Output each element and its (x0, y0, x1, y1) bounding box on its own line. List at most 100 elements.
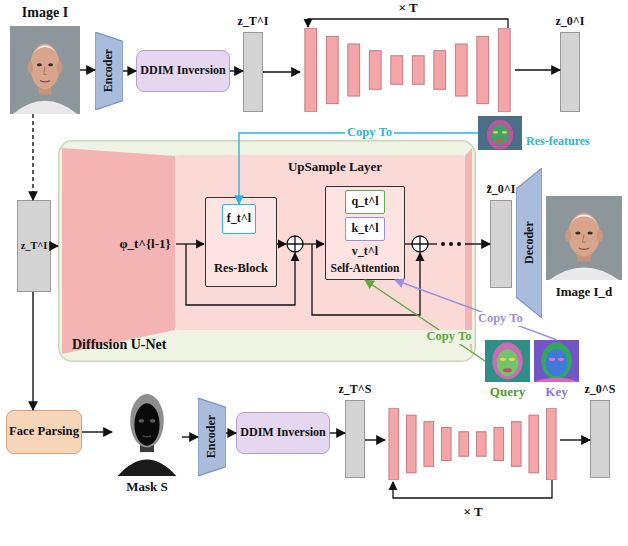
node-label: z_T^S (339, 383, 372, 396)
wire (405, 243, 412, 244)
edge-label-holder: Copy To (325, 124, 415, 142)
variable-label: φ_t^{l-1} (119, 237, 170, 251)
text-holder: f_t^l (222, 204, 256, 234)
node-label: DDIM Inversion (140, 64, 226, 77)
text-holder: Decoder (516, 168, 542, 318)
feature-box: f_t^l (222, 204, 256, 234)
node-label: Decoder (522, 222, 535, 265)
node-label: q_t^l (352, 195, 379, 208)
wire (176, 243, 204, 244)
text-holder: q_t^l (345, 190, 385, 214)
node-label: Encoder (205, 415, 218, 458)
latent-fill (490, 200, 512, 288)
connector (560, 439, 590, 440)
text-holder: DDIM Inversion (236, 412, 330, 454)
text-holder: Image I (0, 4, 90, 22)
shape-art (300, 28, 515, 112)
text-holder: Query (475, 384, 540, 400)
node-label: z_T^I (21, 240, 48, 251)
node-label: DDIM Inversion (240, 426, 326, 439)
node-label: v_t^l (352, 245, 378, 258)
process-box: Res-Block f_t^l (205, 197, 277, 287)
node-label: Image I (22, 5, 68, 20)
ellipsis-dots (441, 242, 461, 246)
node-label: Diffusion U-Net (72, 337, 167, 352)
latent-box: z_T^S (345, 400, 365, 478)
node-label: z_T^I (238, 15, 269, 28)
latent-fill (560, 32, 580, 112)
node-label: Key (545, 385, 567, 399)
shape-art (478, 116, 522, 150)
connector (82, 431, 112, 432)
latent-fill (590, 400, 610, 478)
module-panel: Diffusion U-NetUpSample LayerRes-Blockf_… (58, 140, 476, 362)
unet-block: × T (300, 28, 515, 112)
text-holder: z_T^S (335, 382, 375, 398)
wire (428, 243, 437, 244)
node-label: Image I_d (556, 285, 613, 299)
text-holder: Encoder (198, 398, 226, 476)
feature-map: Res-features (478, 116, 522, 150)
text-holder: z_0^S (580, 382, 620, 398)
feature-box: k_t^l (345, 217, 385, 241)
connector (263, 71, 300, 72)
process-box: DDIM Inversion (236, 412, 330, 454)
connector (123, 70, 136, 71)
text-holder: Res-features (526, 134, 624, 150)
shape-art (385, 408, 560, 480)
latent-box: z_0^I (560, 32, 580, 112)
connector (226, 432, 236, 433)
connector (32, 292, 33, 410)
sum-symbol (287, 236, 303, 252)
text-holder: × T (380, 0, 436, 16)
loop-arrow (308, 19, 508, 28)
node-label: Query (490, 385, 525, 399)
node-label: Mask S (126, 480, 168, 494)
edge-label: Copy To (425, 330, 474, 344)
text-holder: z̃_0^I (480, 182, 522, 198)
wire (277, 243, 286, 244)
text-holder: Res-Block (205, 255, 277, 283)
sum-symbol (412, 236, 428, 252)
connector (230, 70, 243, 71)
encoder-block: Encoder (95, 32, 123, 110)
latent-fill (345, 400, 365, 478)
feature-map: Key (534, 340, 579, 382)
latent-fill (243, 32, 263, 112)
node-label: k_t^l (352, 222, 379, 235)
text-holder: Mask S (102, 479, 192, 495)
text-holder: v_t^l (325, 244, 405, 259)
shape-art (112, 384, 182, 476)
latent-box: z_0^S (590, 400, 610, 478)
node-label: Res-features (526, 135, 590, 148)
text-holder: Self-Attention (325, 260, 405, 276)
text-holder: × T (445, 504, 501, 520)
wire (303, 243, 324, 244)
shape-art (546, 196, 622, 280)
node-label: z_0^I (556, 15, 585, 28)
text-holder: z_0^I (550, 14, 590, 30)
node-sublabel: Self-Attention (331, 262, 400, 275)
node-label: × T (463, 505, 482, 519)
loop-arrow (393, 480, 552, 498)
latent-box: z_T^I (243, 32, 263, 112)
text-holder: DDIM Inversion (136, 50, 230, 92)
connector (32, 114, 33, 200)
mask-image: Mask S (112, 384, 182, 476)
connector (51, 245, 58, 246)
layer-panel: UpSample LayerRes-Blockf_t^lv_t^lSelf-At… (175, 155, 465, 330)
node-label: f_t^l (227, 212, 251, 225)
connector (182, 436, 198, 437)
input-photo: Image I (10, 26, 80, 114)
connector (365, 439, 385, 440)
output-photo: Image I_d (546, 196, 622, 280)
node-label: Encoder (102, 49, 115, 92)
edge-label-holder: Copy To (404, 328, 494, 346)
process-box: DDIM Inversion (136, 50, 230, 92)
edge-label: Copy To (345, 126, 394, 140)
shape-art (485, 340, 530, 382)
shape-art (58, 140, 476, 362)
node-label: × T (398, 1, 417, 15)
connector (330, 432, 345, 433)
